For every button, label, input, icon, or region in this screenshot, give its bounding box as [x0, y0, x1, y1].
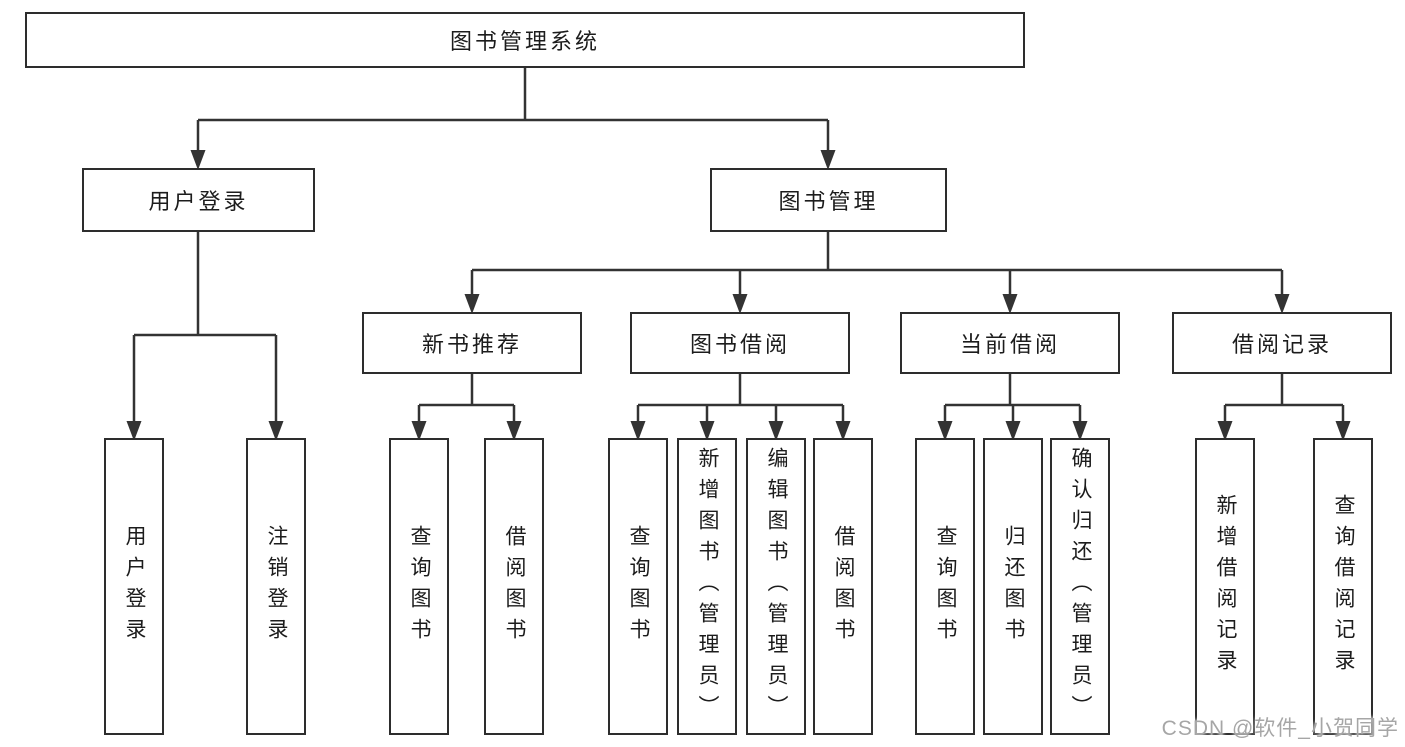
node-book-management: 图书管理 [710, 168, 947, 232]
leaf-query-books-1: 查询图书 [389, 438, 449, 735]
leaf-query-borrow-record: 查询借阅记录 [1313, 438, 1373, 735]
node-root: 图书管理系统 [25, 12, 1025, 68]
leaf-user-login-label: 用户登录 [123, 524, 147, 649]
csdn-watermark: CSDN @软件_小贺同学 [1161, 717, 1399, 740]
leaf-query-books-2: 查询图书 [608, 438, 668, 735]
leaf-add-books-admin-label: 新增图书（管理员） [696, 447, 720, 726]
leaf-add-borrow-record-label: 新增借阅记录 [1214, 493, 1238, 680]
leaf-confirm-return-admin-label: 确认归还（管理员） [1069, 447, 1093, 726]
leaf-logout-label: 注销登录 [265, 524, 289, 649]
node-book-borrowing: 图书借阅 [630, 312, 850, 374]
leaf-query-books-2-label: 查询图书 [627, 524, 651, 649]
node-borrow-records: 借阅记录 [1172, 312, 1392, 374]
leaf-edit-books-admin: 编辑图书（管理员） [746, 438, 806, 735]
leaf-query-books-3: 查询图书 [915, 438, 975, 735]
node-user-login: 用户登录 [82, 168, 315, 232]
leaf-query-books-1-label: 查询图书 [408, 524, 432, 649]
leaf-user-login: 用户登录 [104, 438, 164, 735]
node-book-borrowing-label: 图书借阅 [689, 332, 790, 357]
leaf-edit-books-admin-label: 编辑图书（管理员） [765, 447, 789, 726]
leaf-borrow-books-2: 借阅图书 [813, 438, 873, 735]
leaf-add-borrow-record: 新增借阅记录 [1195, 438, 1255, 735]
leaf-confirm-return-admin: 确认归还（管理员） [1050, 438, 1110, 735]
leaf-borrow-books-2-label: 借阅图书 [832, 524, 856, 649]
leaf-logout: 注销登录 [246, 438, 306, 735]
node-root-label: 图书管理系统 [449, 29, 600, 54]
node-new-book-recommend: 新书推荐 [362, 312, 582, 374]
leaf-add-books-admin: 新增图书（管理员） [677, 438, 737, 735]
node-user-login-label: 用户登录 [148, 189, 249, 214]
leaf-borrow-books-1-label: 借阅图书 [503, 524, 527, 649]
leaf-query-books-3-label: 查询图书 [934, 524, 958, 649]
node-current-borrowing-label: 当前借阅 [959, 332, 1060, 357]
node-new-book-recommend-label: 新书推荐 [421, 332, 522, 357]
node-book-management-label: 图书管理 [778, 189, 879, 214]
leaf-return-books: 归还图书 [983, 438, 1043, 735]
leaf-query-borrow-record-label: 查询借阅记录 [1332, 493, 1356, 680]
node-current-borrowing: 当前借阅 [900, 312, 1120, 374]
leaf-borrow-books-1: 借阅图书 [484, 438, 544, 735]
leaf-return-books-label: 归还图书 [1002, 524, 1026, 649]
node-borrow-records-label: 借阅记录 [1231, 332, 1332, 357]
